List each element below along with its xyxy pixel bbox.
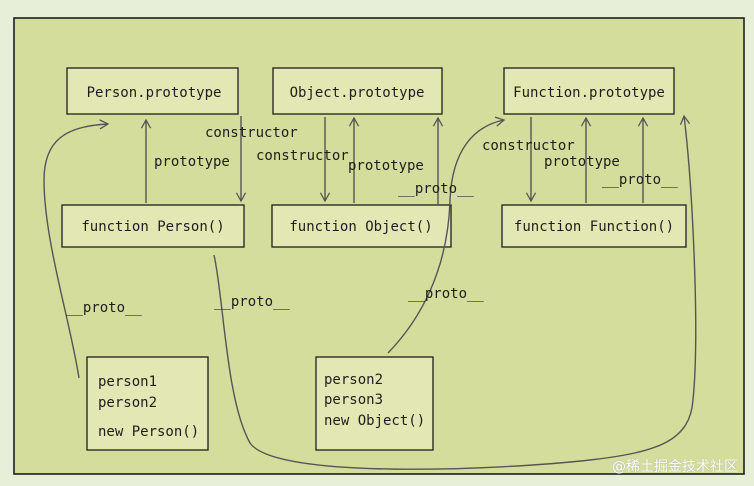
function-object-proto-label: __proto__ (398, 181, 474, 197)
function-person-proto-label: __proto__ (214, 294, 290, 310)
person-instance-proto-arrow (43, 119, 110, 379)
object-prototype-node[interactable]: Object.prototype (272, 67, 443, 115)
function-object-label: function Object() (289, 219, 432, 235)
function-person-proto-arrow (213, 114, 697, 470)
function-constructor-label: constructor (482, 138, 575, 154)
function-function-node[interactable]: function Function() (501, 204, 687, 248)
instance-new-person: new Person() (98, 424, 199, 440)
object-instance-proto-arrow (387, 116, 506, 354)
person-prototype-label: Person.prototype (87, 85, 222, 101)
object-prototype-text: prototype (348, 158, 424, 174)
function-object-node[interactable]: function Object() (271, 204, 452, 248)
function-prototype-text: prototype (544, 154, 620, 170)
watermark-text: @稀土掘金技术社区 (612, 459, 738, 475)
function-function-proto-label: __proto__ (602, 172, 678, 188)
function-function-label: function Function() (514, 219, 674, 235)
person-prototype-node[interactable]: Person.prototype (66, 67, 239, 115)
object-instance-proto-label: __proto__ (408, 286, 484, 302)
object-instances-node[interactable]: person2 person3 new Object() (315, 356, 434, 451)
function-person-node[interactable]: function Person() (61, 204, 245, 248)
function-prototype-label: Function.prototype (513, 85, 665, 101)
object-constructor-label: constructor (256, 148, 349, 164)
instance-person3: person3 (324, 392, 383, 408)
person-instances-node[interactable]: person1 person2 new Person() (86, 356, 209, 451)
instance-new-object: new Object() (324, 413, 425, 429)
instance-person2-b: person2 (324, 372, 383, 388)
object-prototype-label: Object.prototype (290, 85, 425, 101)
person-constructor-label: constructor (205, 125, 298, 141)
person-instance-proto-label: __proto__ (66, 300, 142, 316)
function-prototype-node[interactable]: Function.prototype (503, 67, 675, 115)
function-person-label: function Person() (81, 219, 224, 235)
instance-person1: person1 (98, 374, 157, 390)
instance-person2: person2 (98, 395, 157, 411)
person-prototype-text: prototype (154, 154, 230, 170)
